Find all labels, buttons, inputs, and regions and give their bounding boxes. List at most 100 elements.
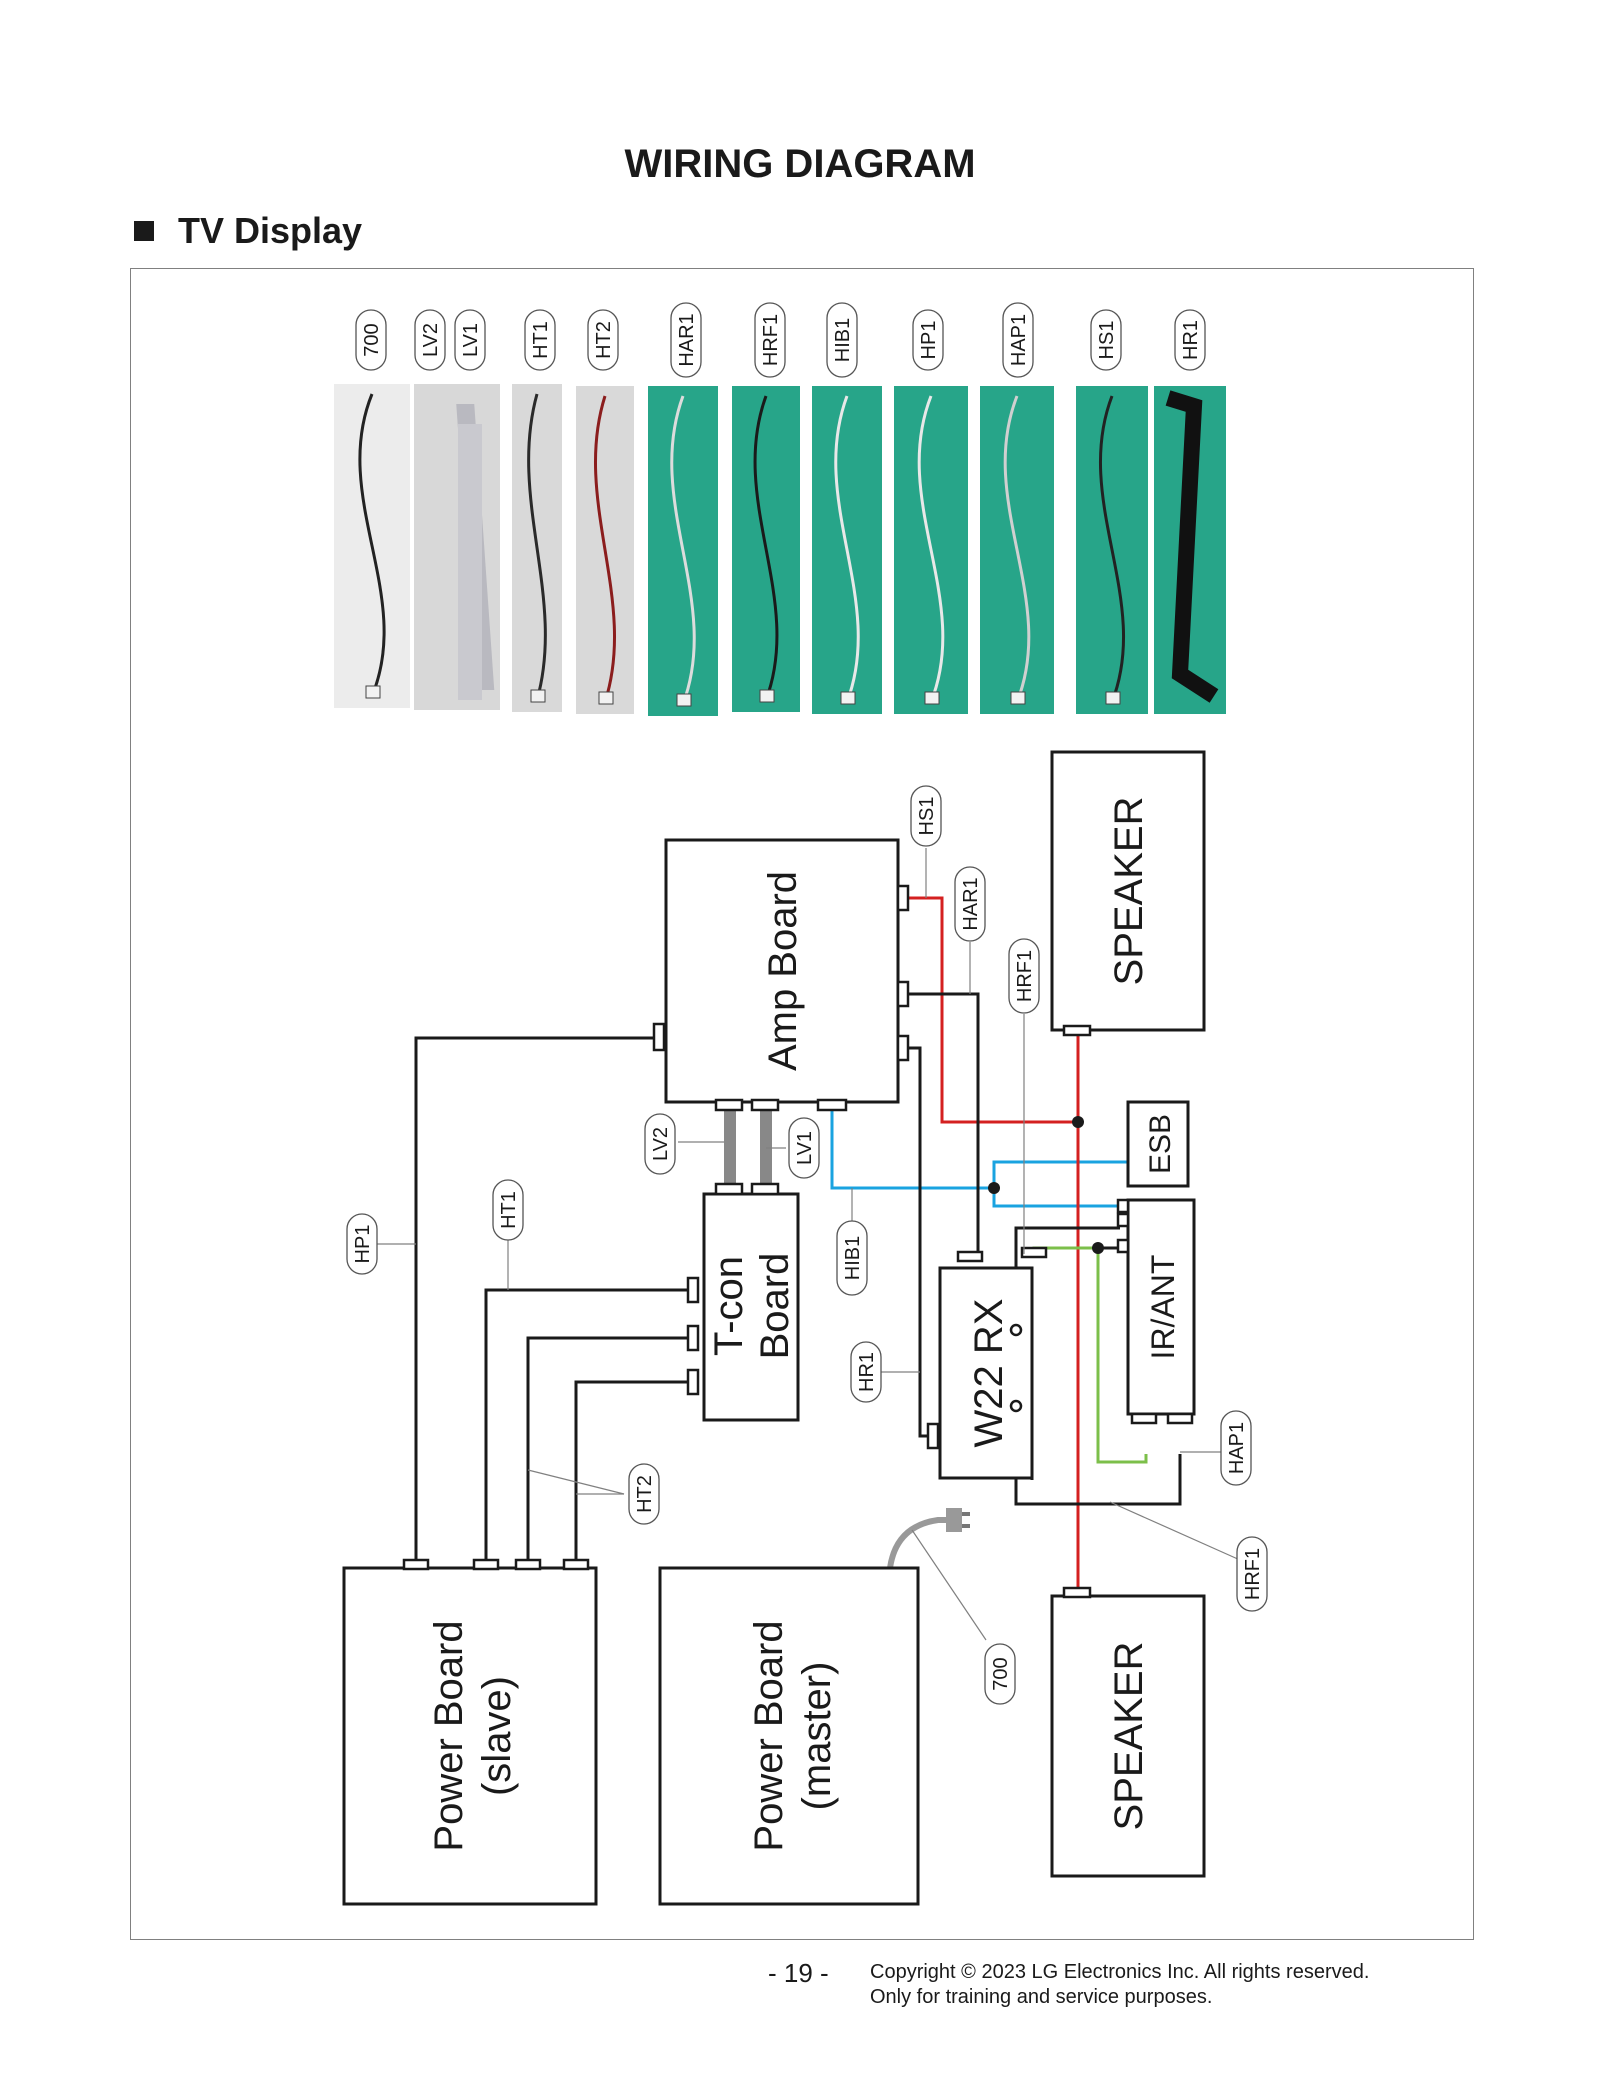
cable-label-hp1-text: HP1 [918,321,940,360]
cable-photo-lv2-lv1 [414,384,500,710]
junction-dot [1092,1242,1104,1254]
cable-label-lv2-text: LV2 [420,323,442,357]
cable-photo-700 [334,384,410,708]
power-master-label-1: Power Board [747,1620,791,1851]
callout-700-text: 700 [990,1657,1012,1690]
cable-photo-hap1 [980,386,1054,714]
power-slave-box [342,1566,598,1906]
cable-photo-hs1 [1076,386,1148,714]
page-title: WIRING DIAGRAM [624,142,976,186]
power-slave-label-1: Power Board [427,1620,471,1851]
speaker-top-label: SPEAKER [1107,797,1151,986]
callout-hrf1-top-text: HRF1 [1014,950,1036,1002]
callout-hp1-text: HP1 [352,1225,374,1264]
cable-label-har1: HAR1 [670,302,702,378]
wire-lv1 [760,1110,772,1190]
callout-hs1: HS1 [910,785,942,847]
cable-label-hp1: HP1 [912,309,944,371]
callout-lv1-text: LV1 [794,1131,816,1165]
cable-label-hs1-text: HS1 [1096,321,1118,360]
callout-hap1-text: HAP1 [1226,1422,1248,1474]
ir-ant-label: IR/ANT [1145,1255,1181,1360]
connectors [402,884,1194,1599]
cable-label-hr1: HR1 [1174,309,1206,371]
w22rx-label: W22 RX [967,1299,1011,1448]
wire-hr1 [906,1046,934,1438]
junction-dot [988,1182,1000,1194]
cable-label-700: 700 [355,309,387,371]
callout-ht1-text: HT1 [498,1191,520,1229]
wire-ht2-b [574,1380,696,1562]
callout-ht1: HT1 [492,1179,524,1241]
tcon-label-2: Board [753,1253,797,1360]
cable-label-700-text: 700 [361,323,383,356]
callout-hrf1-bottom: HRF1 [1236,1536,1268,1612]
junction-dot [1072,1116,1084,1128]
section-title: TV Display [178,210,363,251]
page-number: - 19 - [768,1958,829,1988]
cable-photo-row [334,384,1226,716]
copyright-line: Copyright © 2023 LG Electronics Inc. All… [870,1961,1370,1983]
power-master-label-2: (master) [795,1662,839,1811]
w22rx-box [938,1266,1034,1480]
callout-hp1: HP1 [346,1213,378,1275]
cable-label-lv2: LV2 [414,309,446,371]
cable-label-har1-text: HAR1 [676,313,698,366]
cable-photo-hp1 [894,386,968,714]
power-slave-label-2: (slave) [475,1676,519,1796]
callout-hrf1-bottom-text: HRF1 [1242,1548,1264,1600]
callout-hs1-text: HS1 [916,797,938,836]
cable-label-hrf1: HRF1 [754,302,786,378]
callout-leaders [376,848,1241,1641]
section-heading: TV Display [134,210,362,252]
cable-photo-har1 [648,386,718,716]
tcon-board [702,1192,800,1422]
cable-photo-ht1 [512,384,562,712]
esb-box [1126,1100,1190,1188]
speaker-bottom-label: SPEAKER [1107,1642,1151,1831]
callout-ht2: HT2 [628,1463,660,1525]
speaker-bottom-box [1050,1594,1206,1878]
boards [342,750,1206,1906]
callout-hib1: HIB1 [836,1220,868,1296]
wire-700 [887,1517,952,1569]
wire-hp1 [414,1036,660,1562]
footer-copyright: Copyright © 2023 LG Electronics Inc. All… [870,1960,1369,2010]
cable-label-ht2-text: HT2 [593,321,615,359]
wire-hs1 [906,896,1078,1124]
callout-hib1-text: HIB1 [842,1236,864,1280]
callout-har1-text: HAR1 [960,877,982,930]
ac-plug-icon [946,1508,970,1532]
cable-photo-hrf1 [732,386,800,712]
cable-photo-hib1 [812,386,882,714]
callout-lv1: LV1 [788,1117,820,1179]
power-master-box [658,1566,920,1906]
cable-label-ht2: HT2 [587,309,619,371]
amp-board [664,838,900,1104]
cable-label-hrf1-text: HRF1 [760,314,782,366]
amp-board-label: Amp Board [761,871,805,1071]
cable-label-hib1: HIB1 [826,302,858,378]
cable-label-hap1-text: HAP1 [1008,314,1030,366]
notice-line: Only for training and service purposes. [870,1986,1213,2008]
callout-700: 700 [984,1643,1016,1705]
square-bullet-icon [134,221,154,241]
esb-label: ESB [1144,1114,1177,1174]
callout-hrf1-top: HRF1 [1008,938,1040,1014]
callout-hr1: HR1 [850,1341,882,1403]
wire-hib1-b [992,1188,1120,1208]
ir-ant-box [1126,1198,1196,1416]
tcon-label-1: T-con [707,1256,751,1356]
wire-ant-a [1014,1226,1182,1506]
wire-ht1 [484,1288,696,1562]
cable-label-ht1-text: HT1 [530,321,552,359]
cable-label-hr1-text: HR1 [1180,320,1202,360]
wire-har1 [906,992,980,1256]
cable-label-ht1: HT1 [524,309,556,371]
callout-ht2-text: HT2 [634,1475,656,1513]
cable-photo-ht2 [576,386,634,714]
cable-label-hib1-text: HIB1 [832,318,854,362]
